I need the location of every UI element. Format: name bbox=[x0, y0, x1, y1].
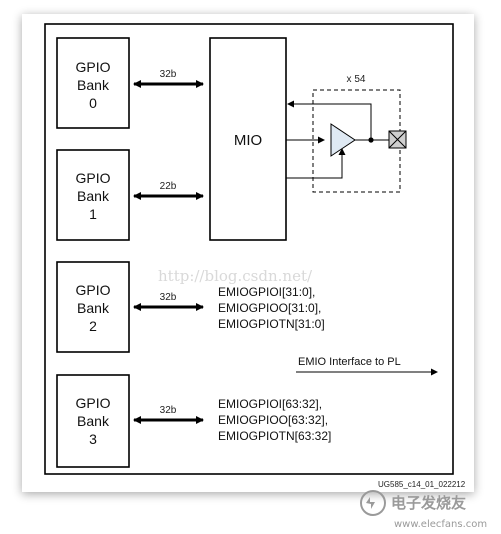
io-buffer-group: x 54 bbox=[286, 74, 407, 193]
gpio-bank-1-line2: Bank bbox=[77, 188, 110, 204]
gpio-bank-1-line1: GPIO bbox=[75, 170, 110, 186]
emio-bank2-signal-1: EMIOGPIOI[31:0], bbox=[218, 285, 315, 299]
bus-arrow-bank2: 32b bbox=[133, 292, 204, 311]
emio-bank3-signal-1: EMIOGPIOI[63:32], bbox=[218, 397, 322, 411]
emio-bank2-signal-2: EMIOGPIOO[31:0], bbox=[218, 301, 321, 315]
junction-dot bbox=[368, 137, 374, 143]
emio-interface-arrow: EMIO Interface to PL bbox=[296, 356, 438, 376]
footer-url: www.elecfans.com bbox=[394, 519, 487, 530]
gpio-bank-0: GPIO Bank 0 bbox=[56, 37, 130, 129]
bus-arrow-bank1: 22b bbox=[133, 181, 204, 200]
io-pad-icon bbox=[388, 130, 407, 149]
tristate-buffer-icon bbox=[330, 123, 356, 157]
gpio-bank-2-line2: Bank bbox=[77, 300, 110, 316]
gpio-bank-3: GPIO Bank 3 bbox=[56, 374, 130, 468]
diagram-frame bbox=[44, 23, 454, 475]
gpio-bank-0-line1: GPIO bbox=[75, 59, 110, 75]
gpio-bank-3-line2: Bank bbox=[77, 413, 110, 429]
bus-width-bank1: 22b bbox=[160, 181, 177, 192]
bus-width-bank0: 32b bbox=[160, 69, 177, 80]
emio-interface-label: EMIO Interface to PL bbox=[298, 356, 401, 368]
bus-width-bank2: 32b bbox=[160, 292, 177, 303]
io-multiplier-label: x 54 bbox=[347, 74, 366, 85]
gpio-bank-1-line3: 1 bbox=[89, 206, 97, 222]
emio-bank3-signal-3: EMIOGPIOTN[63:32] bbox=[218, 429, 331, 443]
bus-width-bank3: 32b bbox=[160, 405, 177, 416]
mio-label: MIO bbox=[234, 132, 262, 149]
footer-logo-text: 电子发烧友 bbox=[391, 494, 466, 512]
gpio-bank-0-line3: 0 bbox=[89, 95, 97, 111]
bus-arrow-bank3: 32b bbox=[133, 405, 204, 424]
gpio-bank-3-line1: GPIO bbox=[75, 395, 110, 411]
bus-arrow-bank0: 32b bbox=[133, 69, 204, 88]
mio-block: MIO bbox=[209, 37, 287, 241]
footer-logo: 电子发烧友 www.elecfans.com bbox=[360, 490, 487, 530]
emio-bank2-signals: EMIOGPIOI[31:0], EMIOGPIOO[31:0], EMIOGP… bbox=[218, 285, 325, 331]
figure-id: UG585_c14_01_022212 bbox=[378, 480, 466, 489]
elecfans-logo-icon bbox=[360, 490, 386, 516]
gpio-bank-2-line1: GPIO bbox=[75, 282, 110, 298]
gpio-bank-2-line3: 2 bbox=[89, 318, 97, 334]
watermark-url: http://blog.csdn.net/ bbox=[158, 267, 313, 285]
gpio-bank-3-line3: 3 bbox=[89, 431, 97, 447]
gpio-bank-2: GPIO Bank 2 bbox=[56, 261, 130, 353]
gpio-bank-0-line2: Bank bbox=[77, 77, 110, 93]
emio-bank3-signals: EMIOGPIOI[63:32], EMIOGPIOO[63:32], EMIO… bbox=[218, 397, 331, 443]
gpio-bank-1: GPIO Bank 1 bbox=[56, 149, 130, 241]
emio-bank2-signal-3: EMIOGPIOTN[31:0] bbox=[218, 317, 325, 331]
emio-bank3-signal-2: EMIOGPIOO[63:32], bbox=[218, 413, 328, 427]
